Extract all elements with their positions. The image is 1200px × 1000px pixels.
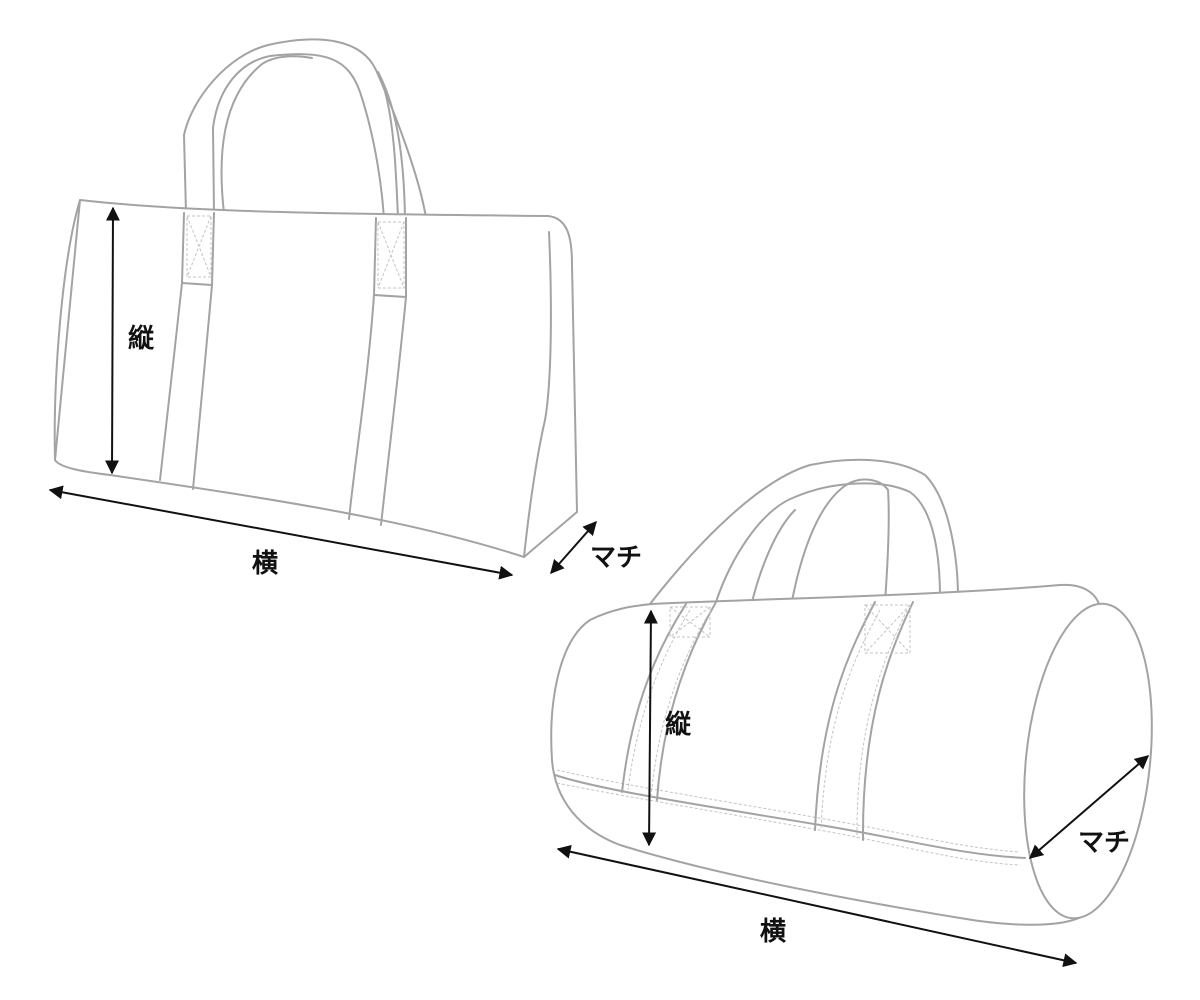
duffle-height-label: 縦	[665, 710, 692, 740]
duffle-bag-illustration: 縦 横 マチ	[550, 458, 1153, 968]
duffle-height-arrow	[642, 609, 658, 847]
tote-front-panel	[54, 199, 578, 558]
tote-width-arrow	[48, 485, 514, 580]
tote-front-straps	[159, 212, 407, 526]
tote-bag-illustration: 縦 横 マチ	[48, 38, 642, 580]
duffle-handles	[649, 458, 959, 605]
tote-side-gusset	[523, 231, 552, 558]
duffle-width-label: 横	[760, 917, 786, 947]
tote-height-label: 縦	[128, 324, 155, 354]
tote-handle-back	[183, 38, 427, 219]
duffle-depth-label: マチ	[1078, 828, 1130, 858]
tote-depth-arrow	[550, 520, 597, 575]
tote-width-label: 横	[252, 549, 278, 579]
tote-height-arrow	[105, 206, 120, 475]
duffle-depth-arrow	[1028, 755, 1150, 859]
tote-depth-label: マチ	[590, 543, 642, 573]
duffle-width-arrow	[556, 844, 1078, 968]
